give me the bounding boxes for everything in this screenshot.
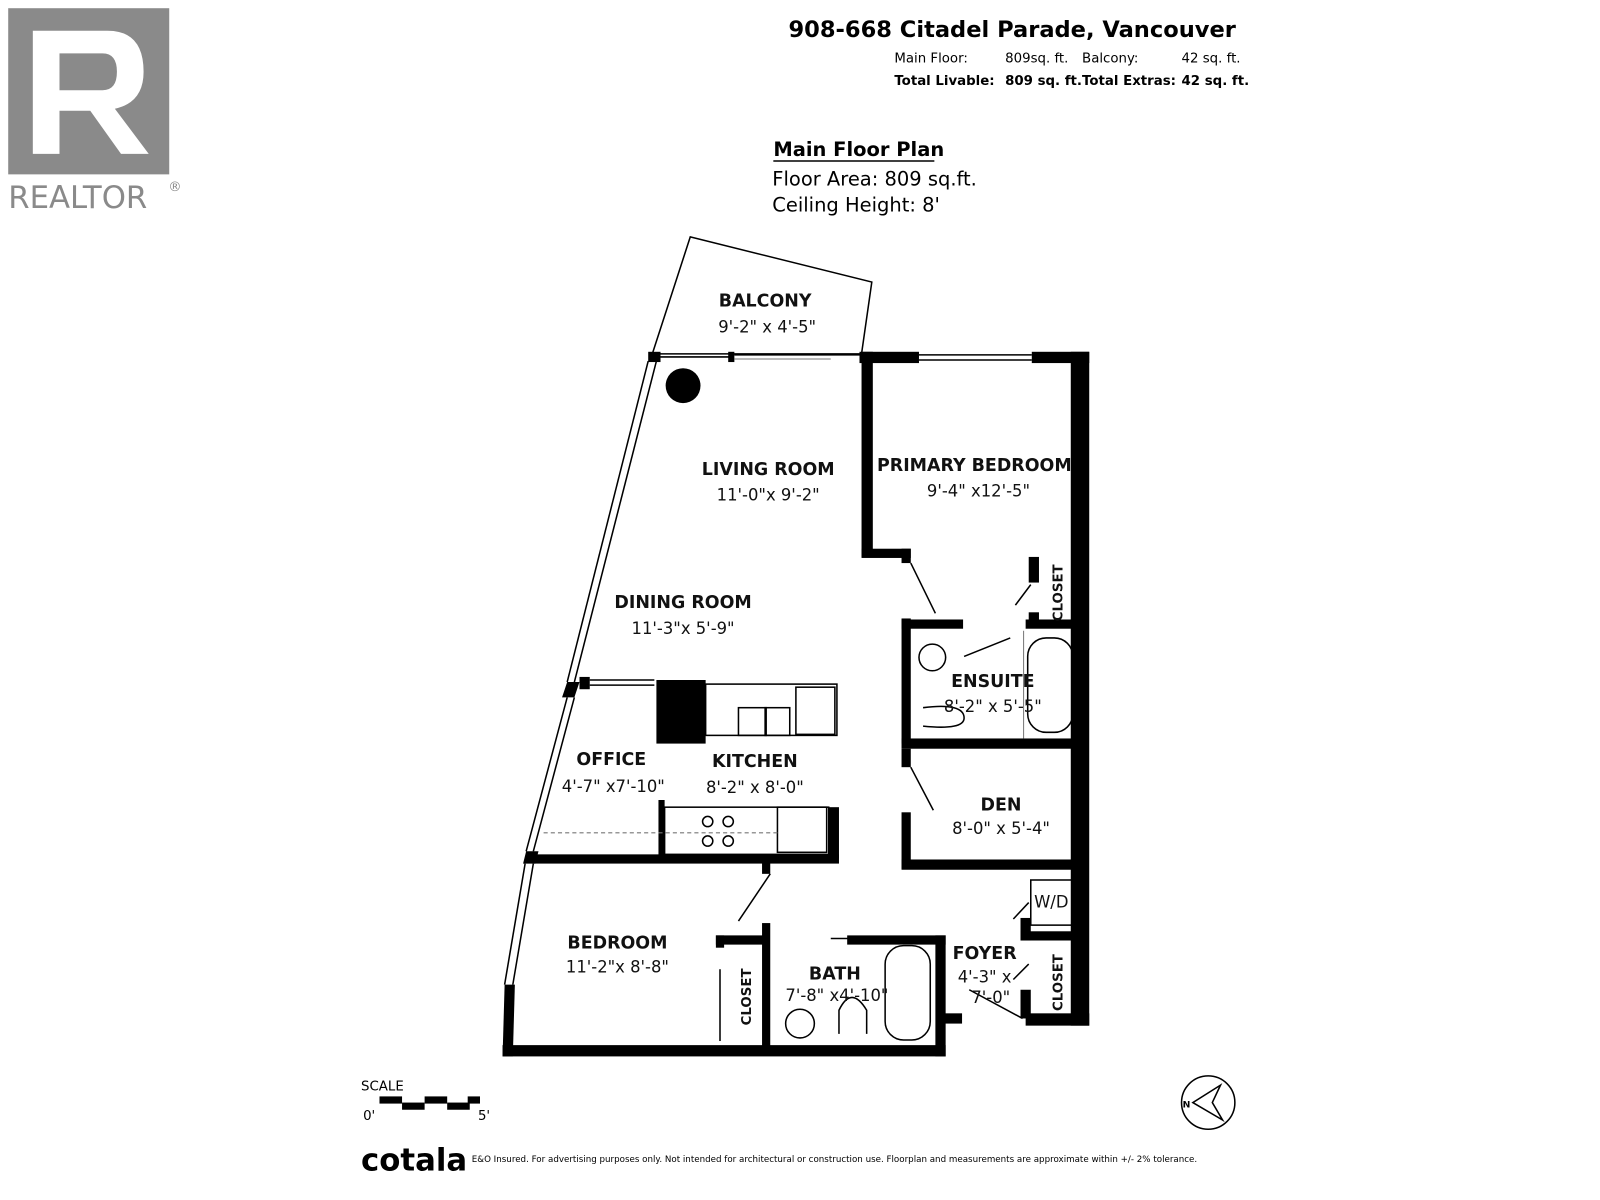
scale-bar: SCALE 0' 5' [361,1079,490,1124]
svg-text:8'-2" x 5'-5": 8'-2" x 5'-5" [944,697,1042,716]
disclaimer: E&O Insured. For advertising purposes on… [472,1155,1197,1165]
closet-label-bedroom: CLOSET [740,968,755,1026]
svg-text:4'-7" x7'-10": 4'-7" x7'-10" [562,777,665,796]
washer-dryer-label: W/D [1034,893,1068,912]
svg-text:8'-0" x 5'-4": 8'-0" x 5'-4" [952,819,1050,838]
address-title: 908-668 Citadel Parade, Vancouver [788,17,1236,43]
column-icon [665,368,701,404]
svg-text:9'-2" x 4'-5": 9'-2" x 4'-5" [718,317,816,336]
svg-text:11'-3"x 5'-9": 11'-3"x 5'-9" [632,619,735,638]
svg-text:11'-0"x 9'-2": 11'-0"x 9'-2" [717,486,820,505]
svg-text:ENSUITE: ENSUITE [951,672,1034,692]
svg-text:Main Floor Plan: Main Floor Plan [773,138,944,161]
svg-text:BEDROOM: BEDROOM [567,934,667,954]
svg-text:KITCHEN: KITCHEN [712,752,798,772]
svg-text:SCALE: SCALE [361,1079,404,1094]
room-kitchen: KITCHEN 8'-2" x 8'-0" [706,752,804,797]
closet-label-primary: CLOSET [1052,563,1067,621]
walls [502,351,1090,1057]
svg-text:PRIMARY BEDROOM: PRIMARY BEDROOM [877,456,1072,476]
realtor-logo: REALTOR ® [8,8,182,216]
svg-text:809 sq. ft.: 809 sq. ft. [1005,74,1082,89]
svg-text:DINING ROOM: DINING ROOM [614,593,751,613]
svg-text:7'-0": 7'-0" [971,988,1010,1007]
svg-text:OFFICE: OFFICE [576,750,646,770]
closet-label-foyer: CLOSET [1052,953,1067,1011]
svg-text:42 sq. ft.: 42 sq. ft. [1182,74,1250,89]
room-living: LIVING ROOM 11'-0"x 9'-2" [702,460,835,505]
north-compass-icon: N [1180,1075,1236,1130]
room-office: OFFICE 4'-7" x7'-10" [562,750,665,796]
svg-text:Main Floor:: Main Floor: [894,52,967,67]
area-summary: Main Floor: 809sq. ft. Balcony: 42 sq. f… [894,52,1249,90]
room-primary-bedroom: PRIMARY BEDROOM 9'-4" x12'-5" [877,456,1072,501]
fixtures [543,368,1076,1042]
svg-text:809sq. ft.: 809sq. ft. [1005,52,1068,67]
plan-info: Main Floor Plan Floor Area: 809 sq.ft. C… [772,138,977,216]
svg-text:LIVING ROOM: LIVING ROOM [702,460,835,480]
svg-text:0': 0' [363,1109,375,1124]
room-balcony: BALCONY 9'-2" x 4'-5" [718,292,816,337]
svg-text:Balcony:: Balcony: [1082,52,1138,67]
svg-text:DEN: DEN [981,795,1022,815]
svg-text:Floor Area: 809 sq.ft.: Floor Area: 809 sq.ft. [772,168,977,191]
room-ensuite: ENSUITE 8'-2" x 5'-5" [944,672,1042,716]
svg-text:5': 5' [478,1109,490,1124]
svg-text:Ceiling Height: 8': Ceiling Height: 8' [772,193,940,216]
room-den: DEN 8'-0" x 5'-4" [952,795,1050,838]
svg-text:11'-2"x 8'-8": 11'-2"x 8'-8" [566,957,669,976]
svg-text:FOYER: FOYER [953,944,1018,964]
svg-text:BATH: BATH [809,964,861,984]
svg-text:BALCONY: BALCONY [719,292,812,312]
room-dining: DINING ROOM 11'-3"x 5'-9" [614,593,751,638]
svg-text:4'-3" x: 4'-3" x [958,968,1012,987]
cotala-logo: cotala [361,1142,467,1178]
room-foyer: FOYER 4'-3" x7'-0" [953,944,1018,1007]
svg-text:®: ® [168,180,181,195]
svg-text:REALTOR: REALTOR [8,180,147,216]
svg-text:N: N [1183,1100,1191,1111]
svg-text:8'-2" x 8'-0": 8'-2" x 8'-0" [706,778,804,797]
svg-text:7'-8" x4'-10": 7'-8" x4'-10" [785,986,888,1005]
room-bath: BATH 7'-8" x4'-10" [785,964,888,1005]
svg-text:42 sq. ft.: 42 sq. ft. [1182,52,1241,67]
svg-text:Total Livable:: Total Livable: [894,74,994,89]
room-bedroom: BEDROOM 11'-2"x 8'-8" [566,934,669,977]
svg-text:Total Extras:: Total Extras: [1082,74,1176,89]
svg-text:9'-4" x12'-5": 9'-4" x12'-5" [927,481,1030,500]
